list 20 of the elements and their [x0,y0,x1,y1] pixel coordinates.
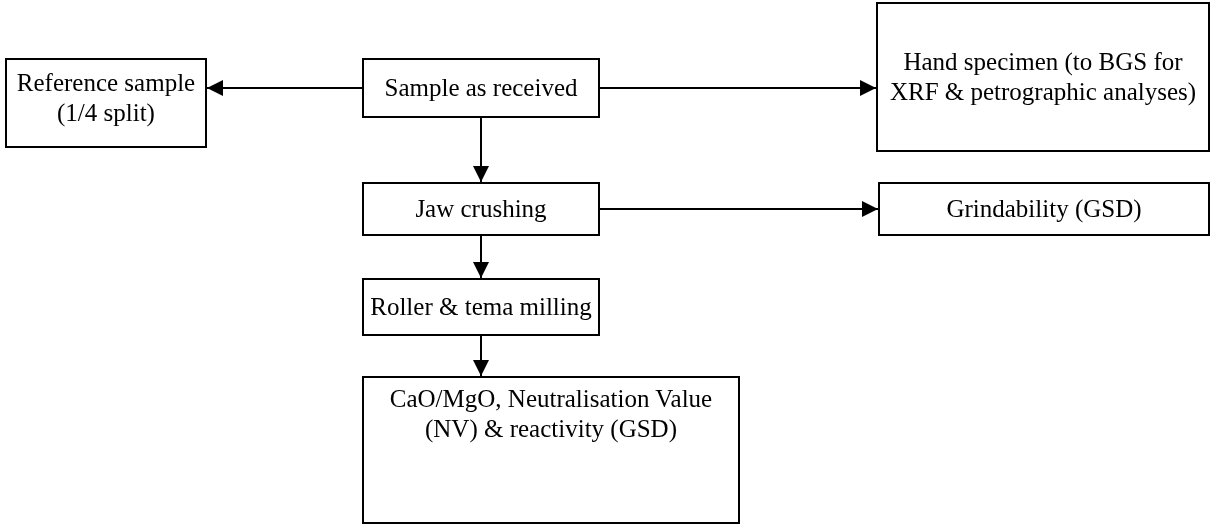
arrow [473,235,489,279]
box-text: Roller & tema milling [370,292,592,322]
process-box [876,2,1210,152]
process-box [362,278,600,336]
arrow [599,201,879,217]
process-box [878,182,1210,236]
process-box [362,182,600,236]
arrow [473,117,489,183]
arrow [206,80,363,96]
box-text: Sample as received [384,73,578,103]
process-box [362,58,600,118]
box-text: Reference sample (1/4 split) [15,68,197,128]
box-text: Hand specimen (to BGS for XRF & petrographic analyses) [888,47,1198,107]
arrow [473,335,489,377]
process-box [362,376,740,524]
process-box [5,58,207,148]
box-text: CaO/MgO, Neutralisation Value (NV) & reactivity (GSD) [388,384,714,444]
arrow [599,80,877,96]
box-text: Grindability (GSD) [946,194,1142,224]
box-text: Jaw crushing [415,194,547,224]
